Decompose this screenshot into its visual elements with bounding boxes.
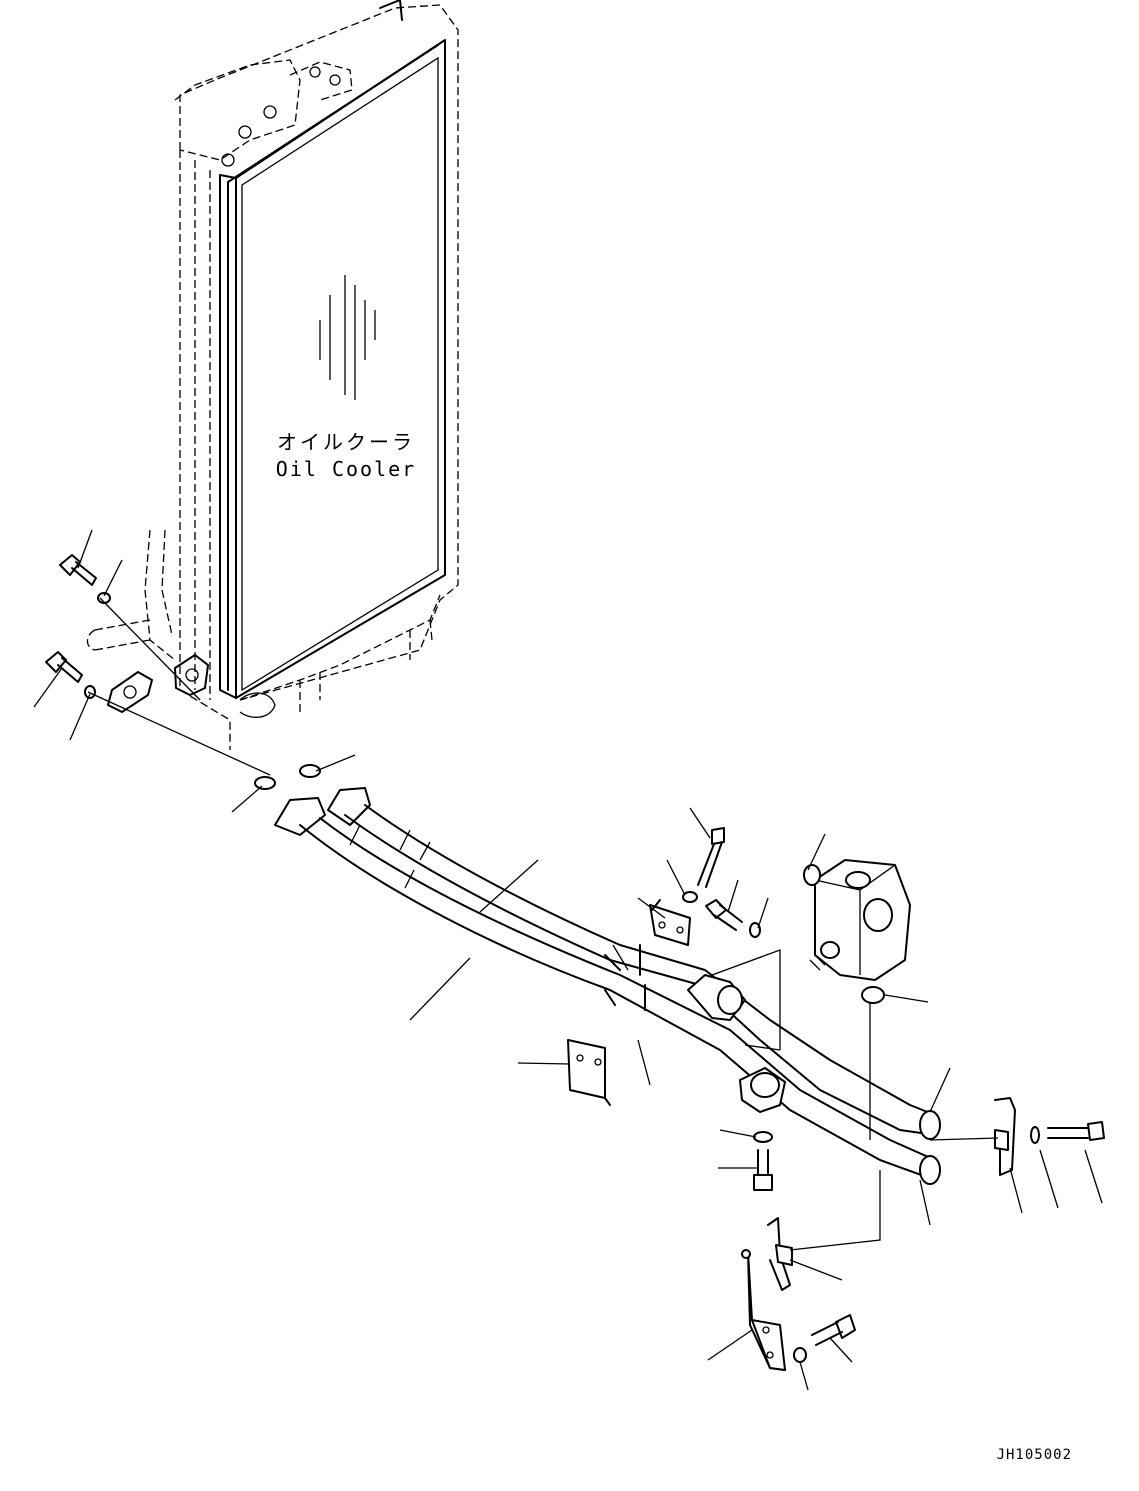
fastener-bolts — [682, 827, 1105, 1363]
valve-block — [803, 859, 911, 1004]
hose-assembly — [274, 787, 941, 1185]
left-mount-bolts — [45, 554, 321, 790]
oil-cooler-label-en: Oil Cooler — [276, 457, 416, 481]
oil-cooler-label-jp: オイルクーラ — [277, 430, 415, 454]
clamp-brackets — [567, 899, 1016, 1371]
oil-cooler-assembly: オイルクーラ Oil Cooler — [86, 0, 459, 750]
callout-leaders — [33, 529, 1103, 1391]
drawing-number: JH105002 — [997, 1447, 1072, 1463]
